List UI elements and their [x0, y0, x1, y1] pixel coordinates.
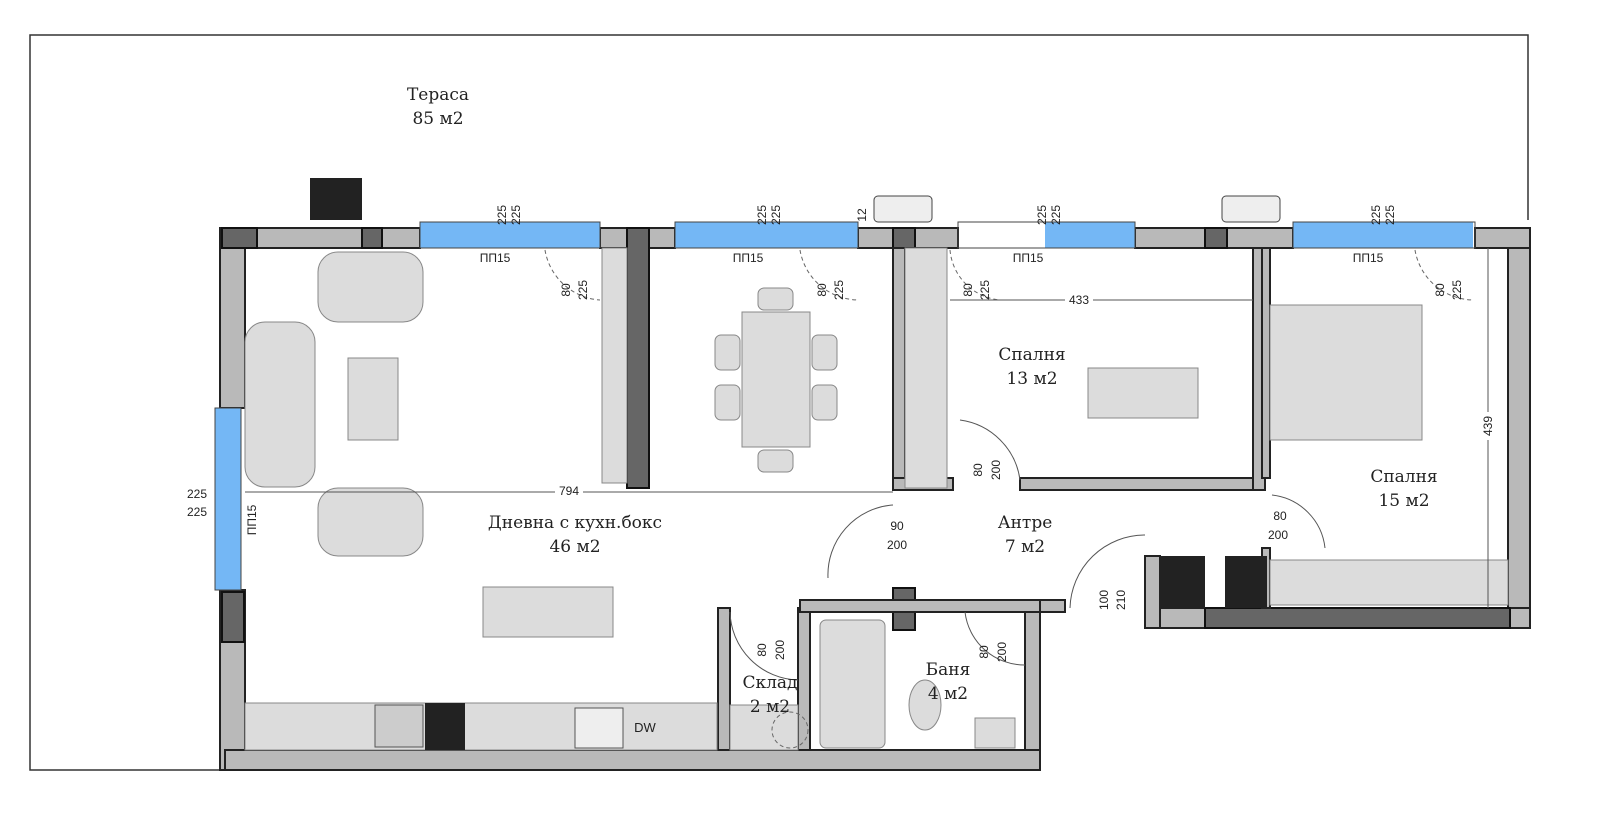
sofa-large — [244, 321, 316, 488]
dim-window-h: 225 — [1369, 205, 1383, 225]
dim-bedroom2-length: 439 — [1481, 416, 1495, 436]
dimension-label: 200 — [1268, 528, 1288, 542]
dimension-label: 80 — [755, 643, 769, 657]
window-code: ПП15 — [1353, 251, 1384, 265]
dimension-label: 80 — [977, 645, 991, 659]
room-labels: Тераса 85 м2 Дневна с кухн.бокс 46 м2 Сп… — [407, 85, 1438, 735]
dim-window-h: 225 — [495, 205, 509, 225]
windows — [214, 221, 1476, 591]
window-code: ПП15 — [480, 251, 511, 265]
living-area: 46 м2 — [549, 537, 600, 557]
dimension-label: 80 — [1273, 509, 1287, 523]
window-living — [420, 222, 600, 248]
dimension-label: 225 — [1450, 280, 1464, 300]
duct-icon — [425, 703, 465, 750]
dim-window-w: 225 — [509, 205, 523, 225]
dimension-label: 200 — [995, 642, 1009, 662]
dimension-label: 200 — [989, 460, 1003, 480]
furniture — [244, 178, 1509, 751]
dimension-label: 225 — [832, 280, 846, 300]
dim-parapet: 12 — [855, 208, 869, 222]
dim-bedroom1-length: 433 — [1069, 293, 1089, 307]
bed — [1269, 304, 1423, 441]
storage-name: Склад — [742, 673, 797, 693]
desk-bedroom1 — [1087, 367, 1199, 419]
duct-icon-2 — [310, 178, 362, 220]
armchair — [317, 487, 424, 557]
terrace-area: 85 м2 — [412, 109, 463, 129]
dimension-label: 100 — [1097, 590, 1111, 610]
dim-window-w: 225 — [1049, 205, 1063, 225]
bedroom1-name: Спалня — [998, 345, 1065, 365]
bath-area: 4 м2 — [928, 684, 968, 704]
sofa — [317, 251, 424, 323]
dimension-label: 80 — [1433, 283, 1447, 297]
storage-area: 2 м2 — [750, 697, 790, 717]
kitchen-column — [601, 247, 628, 484]
dimension-label: 80 — [559, 283, 573, 297]
kitchen-counter — [244, 702, 718, 751]
dim-living-length: 794 — [559, 484, 579, 498]
dimension-label: 80 — [815, 283, 829, 297]
bath-name: Баня — [926, 660, 971, 680]
ac-unit — [1221, 195, 1281, 223]
hall-name: Антре — [998, 513, 1053, 533]
hall-area: 7 м2 — [1005, 537, 1045, 557]
window-code: ПП15 — [1013, 251, 1044, 265]
dining-table — [741, 311, 811, 448]
stove-icon — [374, 704, 424, 748]
window-code: ПП15 — [245, 504, 259, 535]
window-left — [215, 408, 241, 590]
dimension-label: 225 — [576, 280, 590, 300]
boiler-icon — [771, 711, 809, 749]
bedroom2-area: 15 м2 — [1378, 491, 1429, 511]
window-bedroom1 — [1045, 222, 1135, 248]
dim-window-w: 225 — [187, 505, 207, 519]
terrace-name: Тераса — [407, 85, 469, 105]
dimension-label: 200 — [773, 640, 787, 660]
wardrobe-bedroom1 — [904, 247, 948, 489]
sink — [974, 717, 1016, 749]
dim-window-h: 225 — [187, 487, 207, 501]
dimension-label: 225 — [978, 280, 992, 300]
terrace-outline — [29, 34, 1529, 771]
window-bedroom2 — [1293, 222, 1473, 248]
bathtub — [819, 619, 886, 749]
kitchen-island — [482, 586, 614, 638]
dimension-label: 210 — [1114, 590, 1128, 610]
window-code: ПП15 — [733, 251, 764, 265]
living-name: Дневна с кухн.бокс — [488, 513, 662, 533]
dim-window-h: 225 — [1035, 205, 1049, 225]
dimension-label: 90 — [890, 519, 904, 533]
dimension-label: 80 — [961, 283, 975, 297]
coffee-table — [347, 357, 399, 441]
ac-unit — [873, 195, 933, 223]
bedroom1-area: 13 м2 — [1006, 369, 1057, 389]
duct-icon-4 — [1225, 556, 1267, 608]
dim-window-w: 225 — [1383, 205, 1397, 225]
dim-window-h: 225 — [755, 205, 769, 225]
bedroom2-name: Спалня — [1370, 467, 1437, 487]
dimension-label: 80 — [971, 463, 985, 477]
window-dining — [675, 222, 858, 248]
duct-icon-3 — [1160, 556, 1205, 608]
dim-window-w: 225 — [769, 205, 783, 225]
dimension-labels: 225 225 225 225 225 225 225 225 12 ПП15 … — [187, 205, 1495, 662]
oven-icon — [574, 707, 624, 749]
columns — [221, 227, 1511, 643]
dimension-label: 200 — [887, 538, 907, 552]
toilet — [908, 679, 942, 731]
wardrobe-bedroom2 — [1269, 559, 1509, 606]
dishwasher-label: DW — [634, 720, 656, 735]
